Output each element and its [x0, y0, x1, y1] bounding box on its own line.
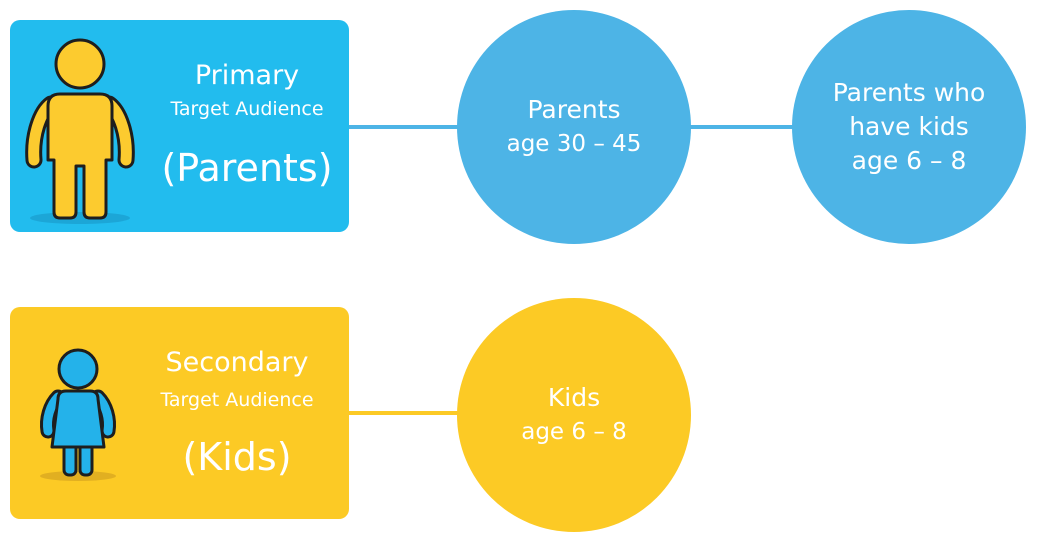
parents-kids-line2: have kids — [849, 112, 969, 141]
connector-parents-age-to-parents-kids — [680, 125, 810, 129]
primary-subtitle: Target Audience — [170, 98, 324, 120]
parents-kids-node: Parents who have kids age 6 – 8 — [792, 10, 1026, 244]
secondary-subtitle: Target Audience — [160, 389, 314, 411]
parents-kids-line1: Parents who — [832, 78, 986, 107]
parents-kids-line3: age 6 – 8 — [851, 146, 967, 175]
child-person-icon — [40, 348, 116, 481]
kids-age-node: Kids age 6 – 8 — [457, 298, 691, 532]
parents-age-line1: Parents — [527, 95, 621, 124]
primary-audience-card: Primary Target Audience (Parents) — [10, 20, 349, 232]
parents-age-line2: age 30 – 45 — [506, 131, 642, 157]
secondary-audience-card: Secondary Target Audience (Kids) — [10, 307, 349, 519]
kids-age-line2: age 6 – 8 — [521, 419, 627, 445]
connector-secondary-to-kids-age — [340, 411, 470, 415]
secondary-label: (Kids) — [182, 435, 292, 479]
primary-label: (Parents) — [161, 146, 333, 190]
primary-title: Primary — [194, 60, 300, 91]
adult-person-icon — [25, 38, 135, 224]
parents-age-node: Parents age 30 – 45 — [457, 10, 691, 244]
connector-primary-to-parents-age — [340, 125, 470, 129]
secondary-title: Secondary — [165, 347, 309, 378]
kids-age-line1: Kids — [547, 383, 601, 412]
